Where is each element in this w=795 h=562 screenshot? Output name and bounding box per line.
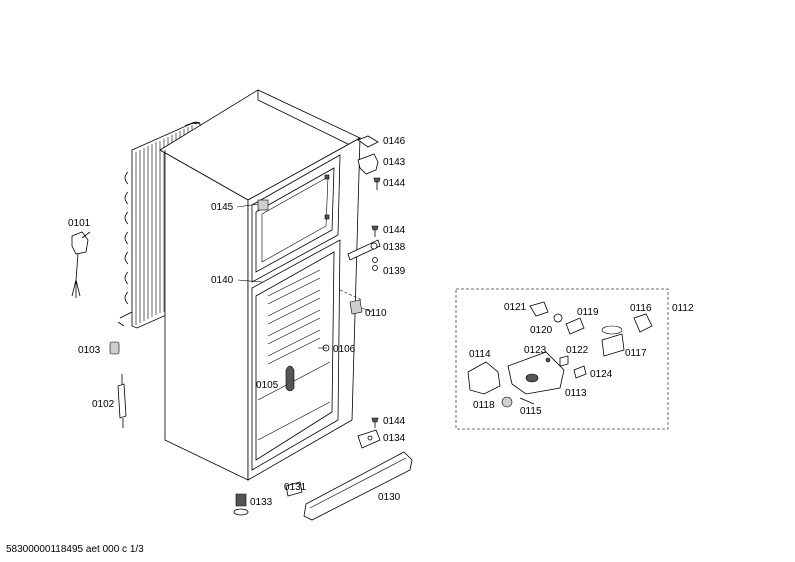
label-0146: 0146 (383, 136, 406, 147)
label-0143: 0143 (383, 157, 406, 168)
socket-0119 (565, 317, 585, 335)
document-id: 58300000118495 aet 000 c 1/3 (6, 544, 144, 555)
lamp-housing-0113 (507, 351, 565, 395)
adjustable-foot-0133 (233, 493, 249, 516)
label-0123: 0123 (524, 345, 547, 356)
plinth-0130 (303, 451, 413, 521)
lamp-cover-0114 (467, 361, 501, 395)
bulb-0121 (529, 301, 549, 317)
hinge-0143 (357, 153, 379, 175)
label-0145: 0145 (211, 202, 234, 213)
screw-0123 (545, 357, 551, 363)
label-0117: 0117 (625, 348, 647, 359)
thermostat-capillary (109, 341, 127, 428)
label-0144-bottom: 0144 (383, 416, 406, 427)
part-labels: 0101 0103 0102 0145 0140 0105 0106 0146 … (68, 136, 694, 508)
shaft-0115 (519, 397, 535, 405)
spacer-0131 (285, 481, 303, 497)
label-0131: 0131 (284, 482, 307, 493)
label-0124: 0124 (590, 369, 613, 380)
hinge-0138 (347, 239, 381, 261)
fridge-cabinet (159, 89, 361, 481)
label-0102: 0102 (92, 399, 115, 410)
label-0112: 0112 (672, 303, 694, 314)
label-0139: 0139 (383, 266, 406, 277)
label-0105: 0105 (256, 380, 279, 391)
label-0110: 0110 (365, 308, 387, 319)
thermostat-knob-0110 (339, 289, 363, 315)
switch-0117 (601, 333, 625, 357)
screw-0144-c (371, 417, 379, 428)
label-0118: 0118 (473, 400, 495, 411)
label-0144-top: 0144 (383, 178, 406, 189)
label-0103: 0103 (78, 345, 101, 356)
label-plate (257, 199, 269, 211)
label-0134: 0134 (383, 433, 406, 444)
power-cord (71, 231, 91, 298)
hinge-0134 (357, 429, 381, 449)
label-0120: 0120 (530, 325, 553, 336)
clip-0116 (633, 313, 653, 333)
label-0133: 0133 (250, 497, 273, 508)
ring-0120 (553, 313, 563, 323)
label-0144-mid: 0144 (383, 225, 406, 236)
bushing-0139 (372, 257, 378, 271)
label-0116: 0116 (630, 303, 652, 314)
contact-0122 (559, 355, 569, 367)
label-0138: 0138 (383, 242, 406, 253)
label-0140: 0140 (211, 275, 234, 286)
screw-0144-b (371, 225, 379, 237)
label-0130: 0130 (378, 492, 401, 503)
label-0114: 0114 (469, 349, 491, 360)
label-0115: 0115 (520, 406, 542, 417)
light-assembly-group (455, 288, 669, 430)
screw-0144-a (373, 177, 381, 190)
hinge-cap-0146 (357, 135, 379, 148)
label-0101: 0101 (68, 218, 91, 229)
label-0106: 0106 (333, 344, 356, 355)
label-0113: 0113 (565, 388, 587, 399)
label-0122: 0122 (566, 345, 589, 356)
leader-lines (236, 203, 373, 349)
label-0119: 0119 (577, 307, 599, 318)
terminal-0124 (573, 365, 587, 379)
lamp-housing (285, 365, 295, 392)
knob-0118 (501, 396, 513, 408)
label-0121: 0121 (504, 302, 527, 313)
